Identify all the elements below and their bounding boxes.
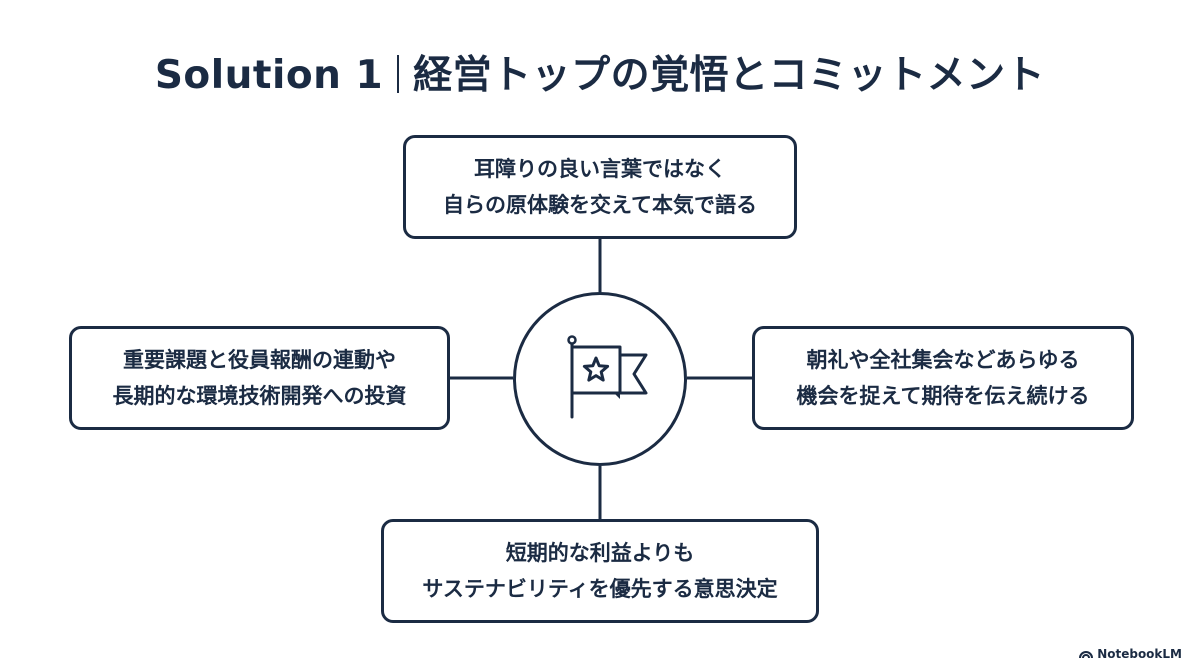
slide-title-main: Solution 1	[154, 53, 384, 98]
node-top: 耳障りの良い言葉ではなく 自らの原体験を交えて本気で語る	[403, 135, 797, 239]
node-left-line1: 重要課題と役員報酬の連動や	[123, 348, 396, 372]
node-bottom-line2: サステナビリティを優先する意思決定	[422, 577, 778, 601]
node-bottom-line1: 短期的な利益よりも	[505, 541, 695, 565]
node-left-line2: 長期的な環境技術開発への投資	[112, 384, 407, 408]
node-top-line2: 自らの原体験を交えて本気で語る	[443, 193, 757, 217]
node-right: 朝礼や全社集会などあらゆる 機会を捉えて期待を伝え続ける	[752, 326, 1134, 430]
node-top-line1: 耳障りの良い言葉ではなく	[474, 157, 726, 181]
brand-footer: NotebookLM	[1079, 647, 1182, 661]
notebooklm-logo-icon	[1079, 651, 1094, 659]
central-hub	[513, 292, 687, 466]
slide-title-sub: 経営トップの覚悟とコミットメント	[413, 53, 1046, 98]
node-right-line1: 朝礼や全社集会などあらゆる	[806, 348, 1080, 372]
slide-title: Solution 1 経営トップの覚悟とコミットメント	[0, 44, 1200, 100]
title-divider	[397, 55, 400, 93]
node-right-line2: 機会を捉えて期待を伝え続ける	[796, 384, 1090, 408]
node-left: 重要課題と役員報酬の連動や 長期的な環境技術開発への投資	[69, 326, 450, 430]
flag-star-icon	[567, 335, 648, 419]
node-bottom: 短期的な利益よりも サステナビリティを優先する意思決定	[381, 519, 819, 623]
brand-name: NotebookLM	[1097, 647, 1182, 661]
